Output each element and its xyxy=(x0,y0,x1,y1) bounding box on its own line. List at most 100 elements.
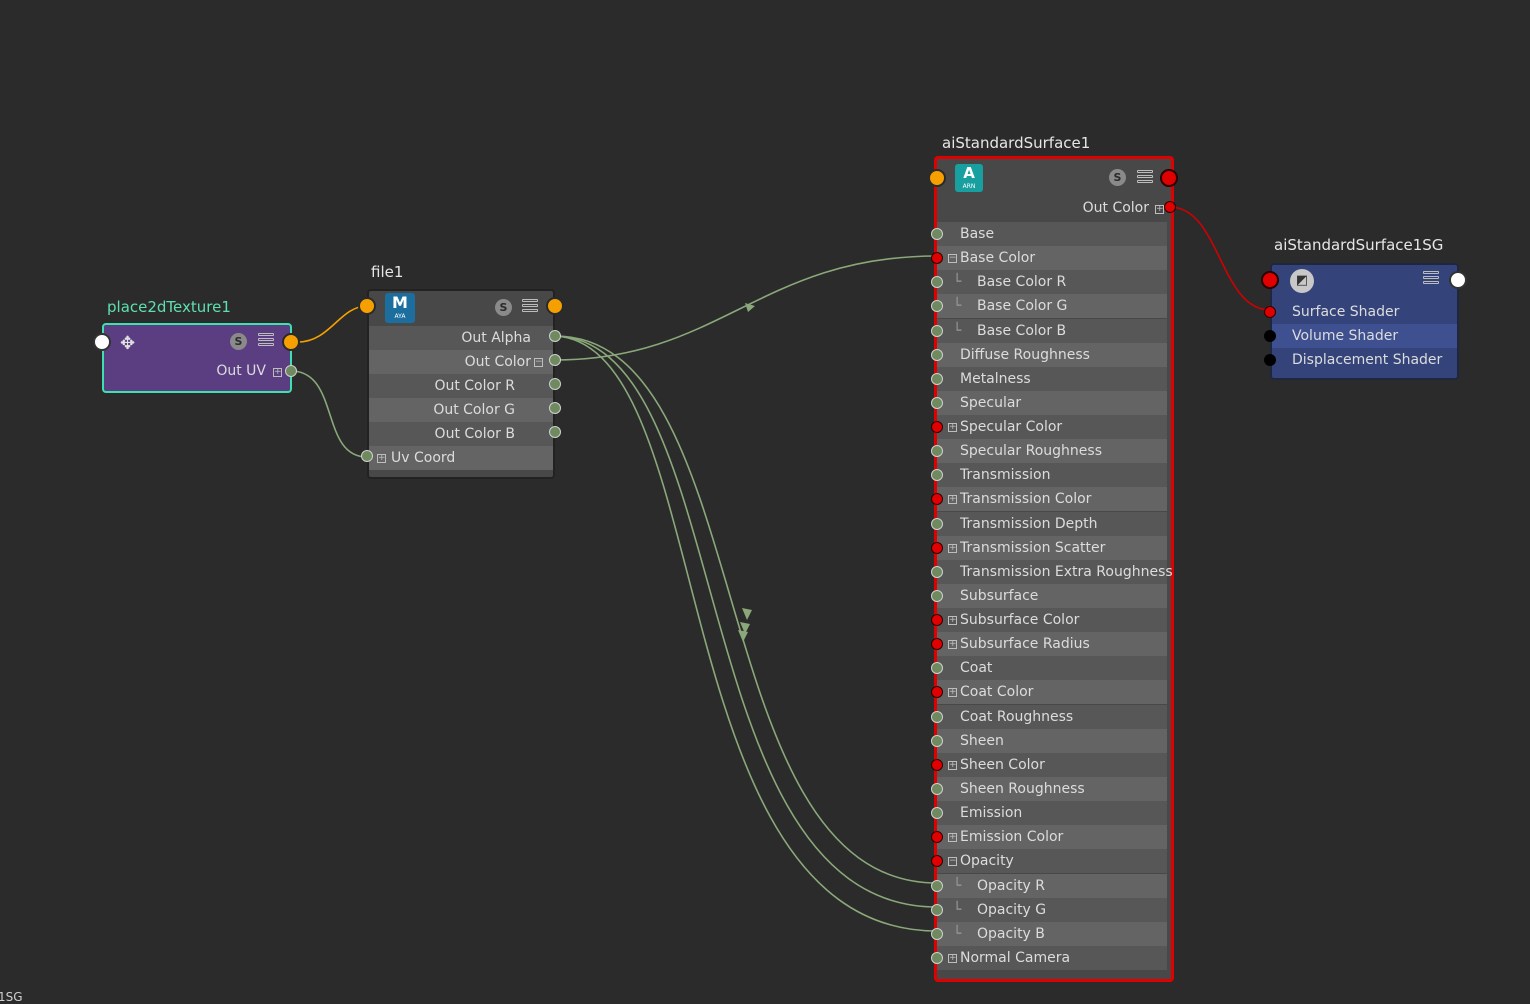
surface-port-base-color[interactable] xyxy=(931,252,943,265)
out-uv-port[interactable] xyxy=(285,365,297,377)
expand-out-color-icon[interactable]: + xyxy=(1155,204,1164,214)
surface-attr-row-opacity[interactable]: Opacity− xyxy=(937,849,1167,874)
surface-port-subsurface-radius[interactable] xyxy=(931,638,943,651)
surface-attr-row-specular[interactable]: Specular xyxy=(937,390,1167,415)
surface-port-opacity-r[interactable] xyxy=(931,879,943,892)
surface-port-transmission-depth[interactable] xyxy=(931,517,943,530)
surface-attr-row-base[interactable]: Base xyxy=(937,222,1167,246)
surface-attr-row-opacity-g[interactable]: Opacity G└ xyxy=(937,897,1167,922)
attribute-list-icon[interactable] xyxy=(258,333,274,349)
surface-port-subsurface-color[interactable] xyxy=(931,614,943,627)
sg-attr-row-displacement-shader[interactable]: Displacement Shader xyxy=(1272,348,1457,372)
surface-port-diffuse-roughness[interactable] xyxy=(931,348,943,361)
swatch-s-icon[interactable]: S xyxy=(495,299,512,316)
out-color-port[interactable] xyxy=(1164,201,1176,213)
surface-attr-row-emission-color[interactable]: Emission Color+ xyxy=(937,825,1167,850)
surface-port-coat-color[interactable] xyxy=(931,686,943,699)
surface-port-emission[interactable] xyxy=(931,807,943,820)
surface-port-sheen[interactable] xyxy=(931,734,943,747)
surface-attr-row-emission[interactable]: Emission xyxy=(937,801,1167,826)
surface-attr-row-base-color[interactable]: Base Color− xyxy=(937,246,1167,271)
surface-port-emission-color[interactable] xyxy=(931,831,943,844)
surface-port-transmission-scatter[interactable] xyxy=(931,541,943,554)
surface-attr-row-subsurface-radius[interactable]: Subsurface Radius+ xyxy=(937,632,1167,657)
file-attr-row-out-alpha[interactable]: Out Alpha xyxy=(369,326,553,350)
file-input-port[interactable] xyxy=(358,297,376,315)
surface-attr-row-sheen[interactable]: Sheen xyxy=(937,728,1167,753)
swatch-s-icon[interactable]: S xyxy=(1109,169,1126,186)
surface-attr-row-normal-camera[interactable]: Normal Camera+ xyxy=(937,945,1167,970)
surface-attr-row-specular-roughness[interactable]: Specular Roughness xyxy=(937,439,1167,464)
sg-port-volume-shader[interactable] xyxy=(1264,330,1276,342)
place2d-output-port[interactable] xyxy=(282,333,300,351)
attribute-list-icon[interactable] xyxy=(1423,271,1439,287)
surface-port-opacity-b[interactable] xyxy=(931,927,943,940)
surface-attr-row-transmission-extra-roughness[interactable]: Transmission Extra Roughness xyxy=(937,559,1173,584)
place2d-input-port[interactable] xyxy=(93,333,111,351)
attribute-list-icon[interactable] xyxy=(522,299,538,315)
sg-output-port[interactable] xyxy=(1449,271,1467,289)
surface-attr-row-sheen-roughness[interactable]: Sheen Roughness xyxy=(937,776,1167,801)
surface-attr-row-opacity-r[interactable]: Opacity R└ xyxy=(937,873,1167,898)
surface-port-base-color-r[interactable] xyxy=(931,276,943,289)
file-port-uv-coord[interactable] xyxy=(361,450,373,462)
surface-port-opacity[interactable] xyxy=(931,855,943,868)
sg-port-displacement-shader[interactable] xyxy=(1264,354,1276,366)
surface-attr-row-diffuse-roughness[interactable]: Diffuse Roughness xyxy=(937,342,1167,367)
collapse-opacity-icon[interactable]: − xyxy=(948,856,957,867)
file-attr-row-out-color-g[interactable]: Out Color G xyxy=(369,398,553,422)
expand-normal-camera-icon[interactable]: + xyxy=(948,952,957,963)
surface-attr-row-coat[interactable]: Coat xyxy=(937,656,1167,681)
expand-subsurface-radius-icon[interactable]: + xyxy=(948,639,957,650)
file-port-out-color-r[interactable] xyxy=(549,378,561,390)
surface-port-specular-color[interactable] xyxy=(931,421,943,434)
sg-port-surface-shader[interactable] xyxy=(1264,306,1276,318)
surface-port-transmission-color[interactable] xyxy=(931,493,943,506)
expand-uv-coord-icon[interactable]: + xyxy=(377,453,386,463)
collapse-base-color-icon[interactable]: − xyxy=(948,253,957,264)
surface-attr-row-sheen-color[interactable]: Sheen Color+ xyxy=(937,752,1167,777)
file-attr-row-out-color-r[interactable]: Out Color R xyxy=(369,374,553,398)
expand-out-uv-icon[interactable]: + xyxy=(273,367,282,377)
swatch-s-icon[interactable]: S xyxy=(230,333,247,350)
file-attr-row-out-color[interactable]: Out Color− xyxy=(369,350,553,374)
surface-attr-row-transmission-depth[interactable]: Transmission Depth xyxy=(937,511,1167,536)
surface-input-port[interactable] xyxy=(928,169,946,187)
file-output-port[interactable] xyxy=(546,297,564,315)
surface-port-transmission-extra-roughness[interactable] xyxy=(931,565,943,578)
expand-emission-color-icon[interactable]: + xyxy=(948,832,957,843)
file-attr-row-out-color-b[interactable]: Out Color B xyxy=(369,422,553,446)
surface-output-port[interactable] xyxy=(1160,169,1178,187)
expand-coat-color-icon[interactable]: + xyxy=(948,687,957,698)
surface-attr-row-transmission[interactable]: Transmission xyxy=(937,463,1167,488)
surface-attr-row-coat-color[interactable]: Coat Color+ xyxy=(937,680,1167,705)
collapse-out-color-icon[interactable]: − xyxy=(534,357,543,367)
surface-port-transmission[interactable] xyxy=(931,469,943,482)
sg-input-port[interactable] xyxy=(1261,271,1279,289)
surface-attr-row-coat-roughness[interactable]: Coat Roughness xyxy=(937,704,1167,729)
file-port-out-color-b[interactable] xyxy=(549,426,561,438)
surface-port-coat-roughness[interactable] xyxy=(931,710,943,723)
surface-attr-row-base-color-b[interactable]: Base Color B└ xyxy=(937,318,1167,343)
surface-attr-row-base-color-r[interactable]: Base Color R└ xyxy=(937,270,1167,295)
surface-attr-row-transmission-color[interactable]: Transmission Color+ xyxy=(937,487,1167,512)
sg-attr-row-surface-shader[interactable]: Surface Shader xyxy=(1272,300,1457,324)
sg-attr-row-volume-shader[interactable]: Volume Shader xyxy=(1272,324,1457,348)
file-port-out-color[interactable] xyxy=(549,354,561,366)
surface-port-base-color-g[interactable] xyxy=(931,300,943,313)
expand-transmission-color-icon[interactable]: + xyxy=(948,494,957,505)
surface-port-sheen-color[interactable] xyxy=(931,758,943,771)
surface-port-base[interactable] xyxy=(931,228,943,240)
file-port-out-color-g[interactable] xyxy=(549,402,561,414)
surface-port-metalness[interactable] xyxy=(931,372,943,385)
surface-attr-row-subsurface-color[interactable]: Subsurface Color+ xyxy=(937,608,1167,633)
surface-port-coat[interactable] xyxy=(931,662,943,675)
surface-attr-row-subsurface[interactable]: Subsurface xyxy=(937,583,1167,608)
surface-attr-row-transmission-scatter[interactable]: Transmission Scatter+ xyxy=(937,535,1167,560)
expand-specular-color-icon[interactable]: + xyxy=(948,422,957,433)
surface-attr-row-base-color-g[interactable]: Base Color G└ xyxy=(937,294,1167,319)
expand-subsurface-color-icon[interactable]: + xyxy=(948,615,957,626)
